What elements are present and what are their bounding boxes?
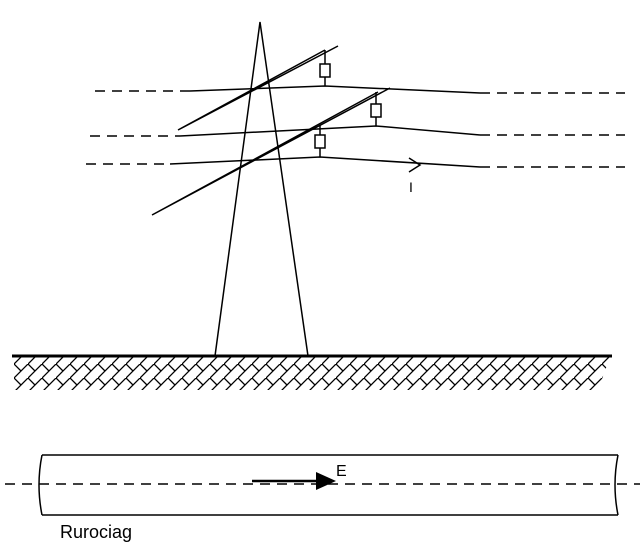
pipeline-label: Rurociag [60,522,132,542]
field-arrow-icon [316,472,336,490]
pipeline [5,454,640,516]
conductors [86,85,625,173]
transmission-tower [151,21,391,357]
ground [12,354,612,390]
current-label: I [409,179,413,195]
field-label: E [336,463,347,480]
insulators [314,50,382,157]
current-arrow-icon [408,157,422,173]
